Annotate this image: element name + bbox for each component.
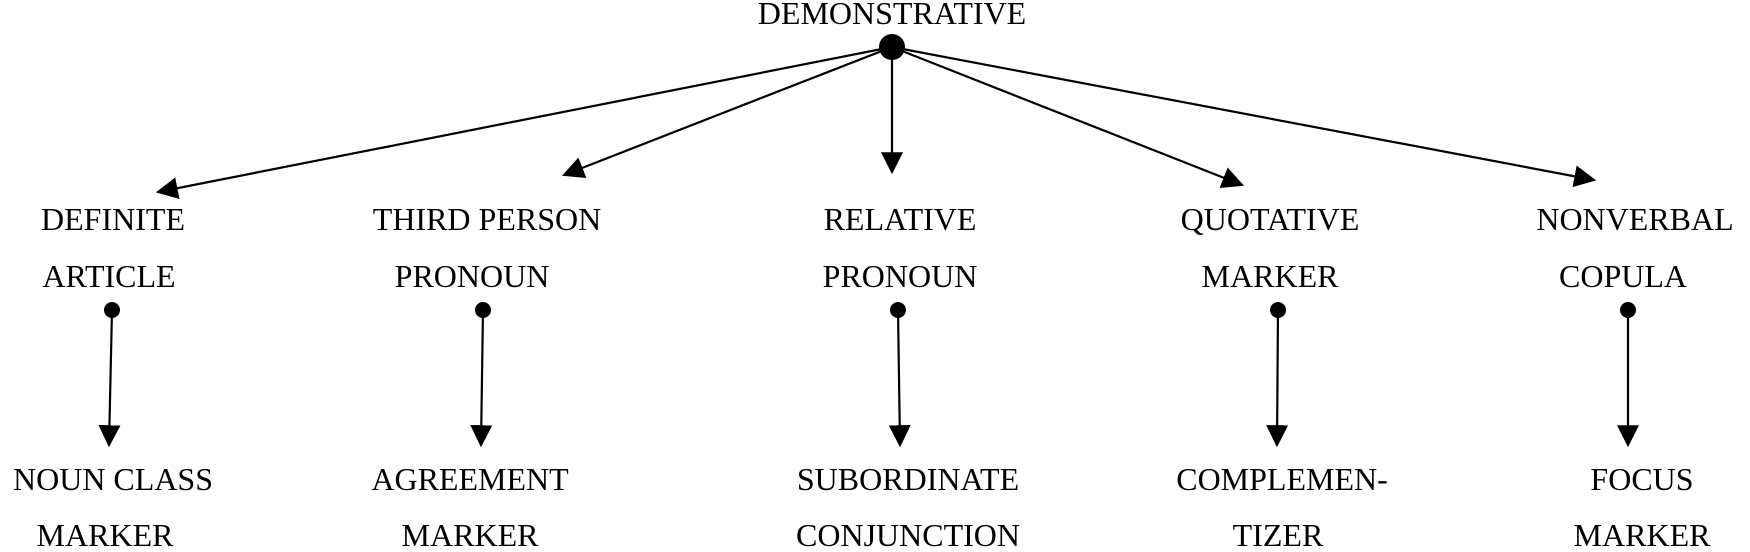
branch-3: RELATIVE PRONOUN SUBORDINATE CONJUNCTION [796,201,1020,552]
child-3-label-line1: SUBORDINATE [797,461,1019,497]
edge-root-to-branch-2 [561,45,893,179]
branch-5-label-line2: COPULA [1559,258,1687,294]
child-5-label-line2: MARKER [1574,517,1712,552]
branch-3-label-line2: PRONOUN [823,258,978,294]
child-1-label-line2: MARKER [37,517,175,552]
branch-4: QUOTATIVE MARKER COMPLEMEN- TIZER [1176,201,1388,552]
branch-4-label-line2: MARKER [1202,258,1340,294]
edge-root-to-branch-4 [891,45,1245,188]
branch-2-label-line2: PRONOUN [395,258,550,294]
edge-root-to-branch-1 [155,45,893,199]
child-4-label-line2: TIZER [1233,517,1324,552]
branch-1-label-line1: DEFINITE [41,201,185,237]
child-4-label-line1: COMPLEMEN- [1176,461,1388,497]
branch-2-label-line1: THIRD PERSON [373,201,601,237]
branch-5: NONVERBAL COPULA FOCUS MARKER [1536,201,1733,552]
edge-branch-3-to-child [888,309,911,448]
edge-root-to-branch-5 [891,45,1597,188]
branch-1-label-line2: ARTICLE [42,258,175,294]
root-label: DEMONSTRATIVE [758,0,1026,31]
child-5-label-line1: FOCUS [1590,461,1693,497]
branch-4-label-line1: QUOTATIVE [1181,201,1360,237]
branch-2: THIRD PERSON PRONOUN AGREEMENT MARKER [371,201,601,552]
branch-5-label-line1: NONVERBAL [1536,201,1733,237]
root-edges [155,45,1597,199]
child-2-label-line2: MARKER [402,517,540,552]
branch-3-label-line1: RELATIVE [824,201,977,237]
child-3-label-line2: CONJUNCTION [796,517,1020,552]
branch-1: DEFINITE ARTICLE NOUN CLASS MARKER [13,201,213,552]
edge-branch-2-to-child [470,309,493,448]
child-1-label-line1: NOUN CLASS [13,461,213,497]
edge-branch-4-to-child [1266,309,1289,448]
edge-branch-1-to-child [98,309,121,448]
child-2-label-line1: AGREEMENT [371,461,569,497]
